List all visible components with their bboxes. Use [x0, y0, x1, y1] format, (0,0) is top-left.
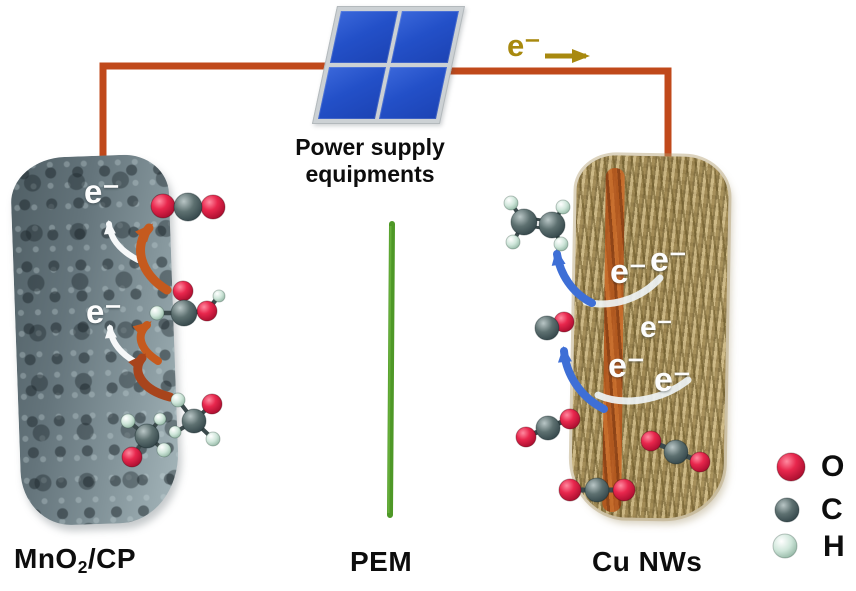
mno2-cp-label-suffix: /CP — [87, 543, 137, 574]
legend-label-carbon: C — [821, 493, 843, 526]
electron-label-right-2: e⁻ — [650, 241, 687, 279]
cu-nws-label: Cu NWs — [592, 546, 703, 577]
mno2-cp-label: MnO2/CP — [14, 543, 136, 578]
solar-panel-cell — [329, 11, 398, 63]
oxygen-atom — [200, 194, 226, 220]
co-molecule — [534, 311, 575, 341]
legend-label-hydrogen: H — [823, 530, 845, 563]
carbon-atom — [538, 211, 566, 239]
power-supply-label-line2: equipments — [305, 161, 435, 187]
co2-molecule-right-1 — [515, 408, 581, 448]
hydrogen-atom — [212, 289, 226, 303]
hydrogen-atom — [205, 431, 221, 447]
electron-label-left-1: e⁻ — [84, 173, 120, 210]
electron-label-right-1: e⁻ — [610, 253, 647, 291]
carbon-atom — [173, 192, 203, 222]
solar-panel-cell — [390, 11, 459, 63]
pem-membrane-line — [387, 221, 395, 518]
oxygen-atom — [196, 300, 218, 322]
hydrogen-atom — [505, 234, 521, 250]
electron-label-right-3: e⁻ — [640, 311, 673, 344]
solar-panel-grid — [317, 11, 459, 119]
hydrogen-atom — [503, 195, 519, 211]
mno2-cp-label-prefix: MnO — [14, 543, 78, 574]
solar-panel-icon — [311, 6, 465, 124]
hydrogen-atom — [553, 236, 569, 252]
power-supply-label-line1: Power supply — [295, 134, 445, 160]
copper-core-icon — [602, 167, 625, 513]
carbon-atom — [181, 408, 207, 434]
power-supply-label: Power supply equipments — [280, 134, 460, 188]
hydrogen-atom — [555, 199, 571, 215]
electron-label-right-5: e⁻ — [654, 361, 691, 399]
electron-label-right-4: e⁻ — [608, 347, 645, 385]
electron-label-left-2: e⁻ — [86, 293, 122, 330]
pem-label: PEM — [350, 546, 413, 577]
legend-label-oxygen: O — [821, 450, 845, 483]
oxygen-atom — [553, 311, 575, 333]
oxygen-atom — [201, 393, 223, 415]
oxygen-atom — [515, 426, 537, 448]
oxygen-atom — [172, 280, 194, 302]
electron-flow-label: e⁻ — [507, 28, 541, 63]
solar-panel-cell — [317, 67, 387, 119]
legend-carbon-sphere — [774, 497, 800, 523]
mno2-cp-label-subscript: 2 — [77, 556, 88, 577]
pem-membrane-highlight — [387, 225, 392, 514]
carbon-atom — [535, 415, 561, 441]
solar-panel-cell — [378, 67, 448, 119]
legend-oxygen-sphere — [776, 452, 806, 482]
legend-hydrogen-sphere — [772, 533, 798, 559]
carbon-atom — [534, 315, 560, 341]
ethylene-molecule — [503, 195, 571, 252]
carbon-atom — [170, 299, 198, 327]
carbon-atom — [510, 208, 538, 236]
